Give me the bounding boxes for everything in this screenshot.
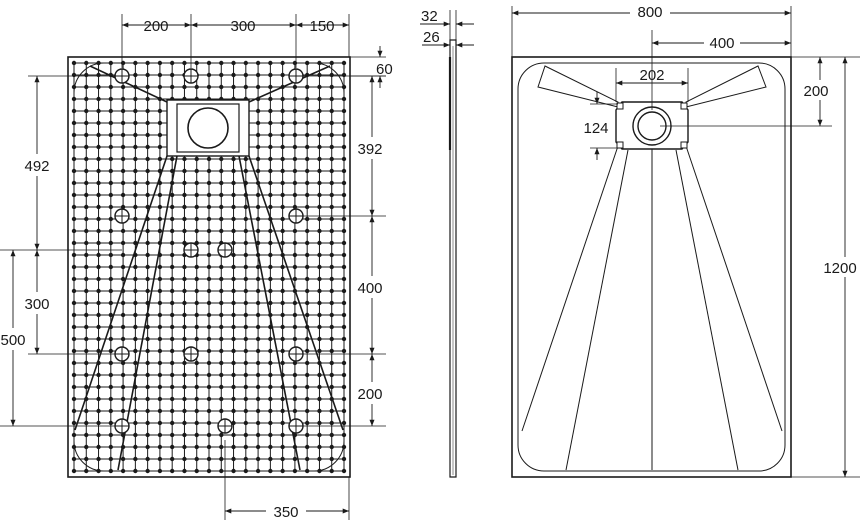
slope-top-left: [537, 65, 619, 108]
underside-view: [67, 56, 351, 478]
top-view-dimensions: 800 400 202 200 124 1200: [511, 2, 860, 478]
dim-left-500: 500: [0, 332, 25, 349]
dim-drain-offset-200: 200: [803, 83, 828, 100]
dim-drain-124: 124: [583, 120, 608, 137]
dim-side-32: 32: [421, 8, 438, 25]
underside-dimensions: 200 300 150 60 492 300 500 392 400: [0, 14, 393, 522]
side-profile-view: 32 26: [420, 8, 474, 478]
dim-left-492: 492: [24, 158, 49, 175]
dim-right-392: 392: [357, 141, 382, 158]
dim-top-150: 150: [309, 18, 334, 35]
dim-width-800: 800: [637, 4, 662, 21]
dim-bottom-350: 350: [273, 504, 298, 521]
dim-top-200: 200: [143, 18, 168, 35]
dim-right-200: 200: [357, 386, 382, 403]
dim-half-width-400: 400: [709, 35, 734, 52]
top-view: [511, 56, 792, 478]
dim-left-300: 300: [24, 296, 49, 313]
underside-drain-hole: [187, 107, 229, 149]
slope-top-right: [685, 65, 767, 108]
dim-side-26: 26: [423, 29, 440, 46]
side-profile-outline: [449, 39, 457, 478]
dim-drain-202: 202: [639, 67, 664, 84]
tray-outline: [511, 56, 792, 478]
dim-length-1200: 1200: [823, 260, 856, 277]
rib-grid: [71, 60, 347, 474]
dim-right-400: 400: [357, 280, 382, 297]
dim-edge-60: 60: [376, 61, 393, 78]
dim-top-300: 300: [230, 18, 255, 35]
tray-inner-edge: [517, 62, 786, 472]
underside-outline: [67, 56, 351, 478]
